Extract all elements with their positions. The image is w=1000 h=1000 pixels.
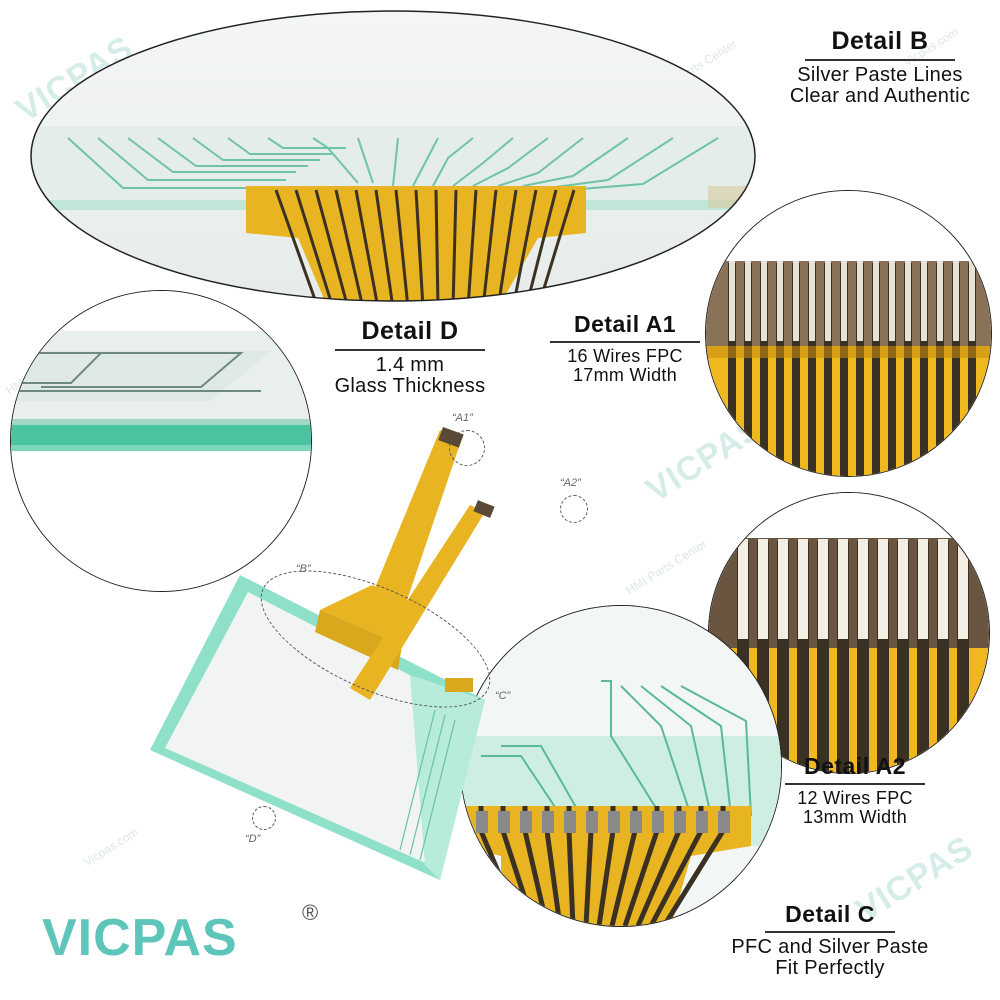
fpc-wire [920,263,928,476]
fpc-wire-tip [878,539,888,639]
detail-b-illustration [30,10,756,302]
fpc-wire [760,263,768,476]
fpc-wire-tip [958,539,968,639]
fpc-wire-tip [758,539,768,639]
detail-d-illustration [11,291,311,591]
detail-c-title: Detail C [785,901,875,927]
vicpas-logo: VICPAS ® [42,900,318,968]
fpc-wire [968,263,976,476]
detail-c-line-1: PFC and Silver Paste [731,936,929,959]
registered-mark: ® [302,900,319,925]
fpc-wire-tip [857,261,863,341]
callout-circle-d [252,806,276,830]
callout-label-a2: “A2” [560,477,581,489]
fpc-wire-tip [825,261,831,341]
fpc-wire-tip [729,261,735,341]
detail-a1-title: Detail A1 [573,311,677,337]
detail-d-caption: Detail D 1.4 mm Glass Thickness [300,318,520,397]
fpc-wire-tip [841,261,847,341]
fpc-wire-tip [898,539,908,639]
fpc-wire-tip [858,539,868,639]
callout-label-c: “C” [495,690,511,702]
fpc-wire [808,263,816,476]
fpc-wire [728,263,736,476]
fpc-pad [608,811,620,833]
fpc-wire-tip [921,261,927,341]
fpc-wire-tip [873,261,879,341]
detail-a1-illustration [706,191,991,476]
detail-a1-zoom-view [705,190,992,477]
fpc-wire-tip [793,261,799,341]
fpc-pad [542,811,554,833]
fpc-wire-tip [889,261,895,341]
fpc-pad [476,811,488,833]
fpc-wire-tip [953,261,959,341]
fpc-wire [904,263,912,476]
detail-d-title: Detail D [361,317,459,345]
detail-b-line-1: Silver Paste Lines [797,64,963,87]
fpc-wire-tip [745,261,751,341]
callout-circle-a1 [449,430,485,466]
detail-b-caption: Detail B Silver Paste Lines Clear and Au… [760,28,1000,107]
fpc-wire-tip [818,539,828,639]
callout-label-b: “B” [296,563,311,575]
fpc-wire-tip [761,261,767,341]
detail-d-line-2: Glass Thickness [334,375,486,398]
fpc-wire [856,263,864,476]
callout-label-a1: “A1” [452,412,473,424]
fpc-pad [696,811,708,833]
detail-a2-line-1: 12 Wires FPC [797,788,913,809]
fpc-wire-tip [738,539,748,639]
fpc-wire-tip [798,539,808,639]
detail-c-line-2: Fit Perfectly [775,957,885,980]
fpc-wire [776,263,784,476]
detail-b-line-2: Clear and Authentic [789,85,971,108]
fpc-wire-tip [778,539,788,639]
fpc-wire-tip [938,539,948,639]
detail-a2-caption: Detail A2 12 Wires FPC 13mm Width [770,754,940,827]
detail-c-caption: Detail C PFC and Silver Paste Fit Perfec… [700,902,960,979]
fpc-wire-tip [937,261,943,341]
fpc-wire [872,263,880,476]
detail-a2-line-2: 13mm Width [802,807,908,828]
fpc-wire [952,263,960,476]
fpc-pad [564,811,576,833]
fpc-wire [888,263,896,476]
watermark-tagline: HMI Parts Center [623,536,710,598]
fpc-pad [498,811,510,833]
touch-panel-product [140,410,500,880]
detail-d-zoom-view [10,290,312,592]
fpc-pad [520,811,532,833]
fpc-wire [744,263,752,476]
detail-a2-title: Detail A2 [803,753,907,779]
fpc-wire [792,263,800,476]
touch-panel-illustration [150,427,495,880]
fpc-wire-tip [918,539,928,639]
fpc-pad [586,811,598,833]
logo-text: VICPAS [42,909,238,967]
watermark-url: Vicpas.com [80,824,141,870]
detail-b-title: Detail B [831,27,929,55]
fpc-pad [718,811,730,833]
callout-label-d: “D” [245,833,261,845]
detail-a1-line-1: 16 Wires FPC [567,346,683,367]
detail-d-line-1: 1.4 mm [375,354,445,377]
fpc-wire [824,263,832,476]
fpc-wire-tip [777,261,783,341]
fpc-wire [840,263,848,476]
fpc-wire-tip [969,261,975,341]
detail-a1-line-2: 17mm Width [572,365,678,386]
fpc-pad [674,811,686,833]
callout-circle-a2 [560,495,588,523]
fpc-wire [936,263,944,476]
fpc-wire-tip [838,539,848,639]
detail-c-illustration [461,606,781,926]
detail-b-zoom-view [28,8,758,304]
fpc-pad [652,811,664,833]
fpc-pad [630,811,642,833]
fpc-wire-tip [905,261,911,341]
detail-c-zoom-view [460,605,782,927]
fpc-wire-tip [809,261,815,341]
detail-a1-caption: Detail A1 16 Wires FPC 17mm Width [535,312,715,385]
